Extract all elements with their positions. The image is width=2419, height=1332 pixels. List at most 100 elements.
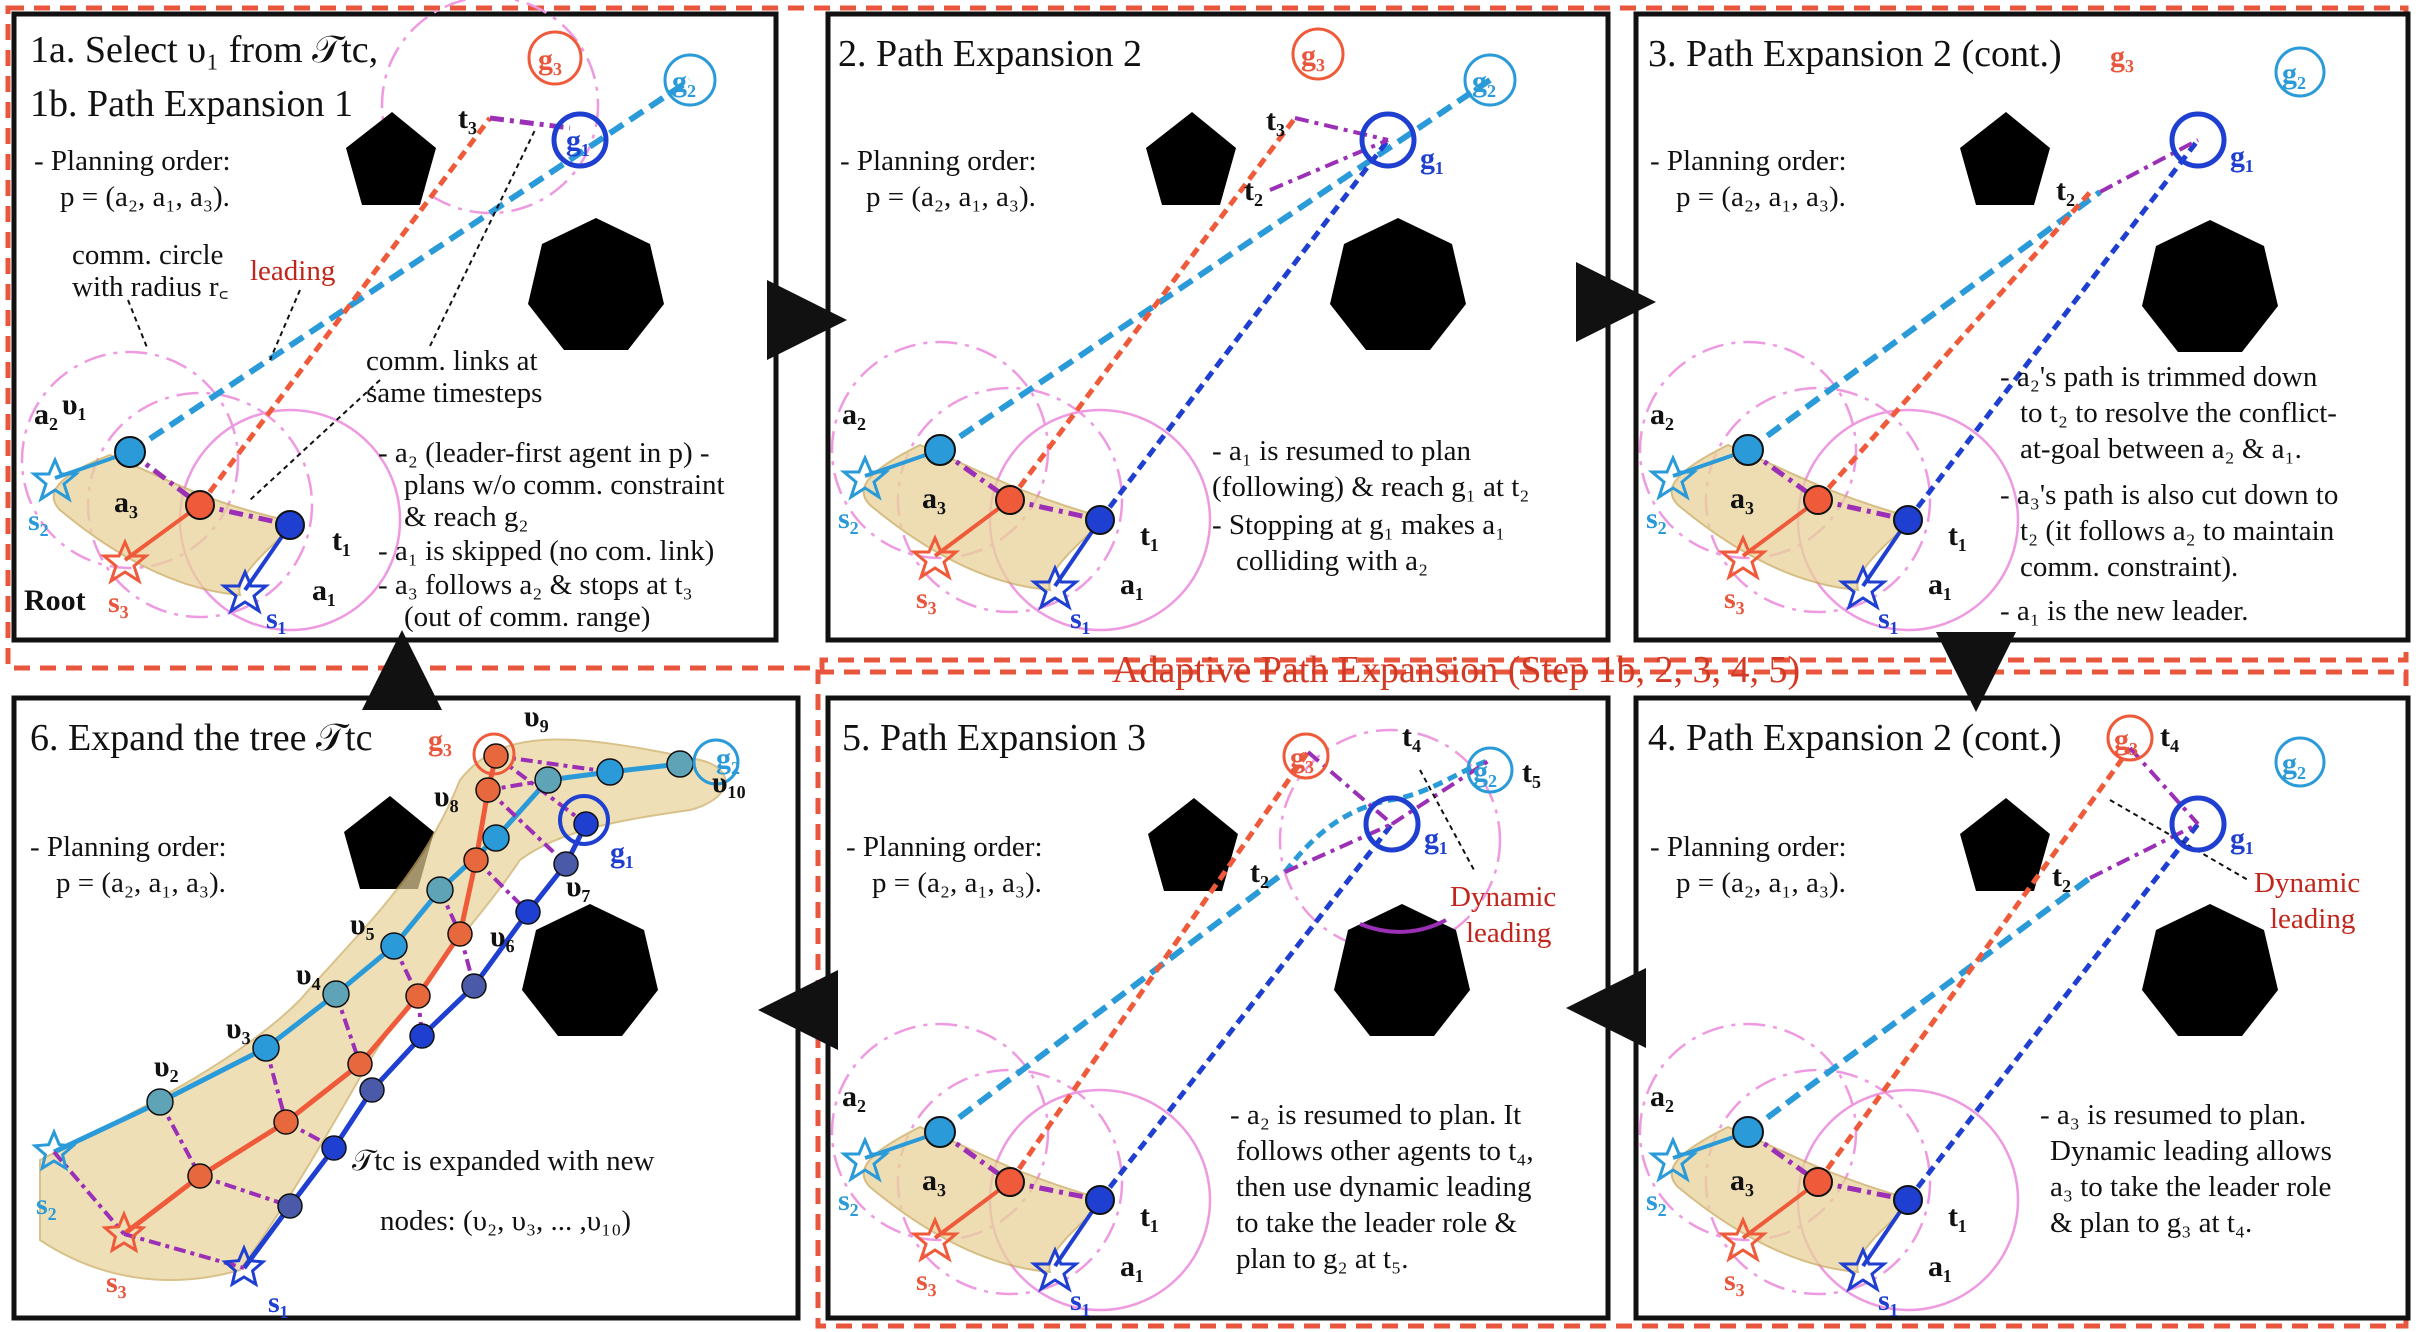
- start-s3-label: s₃: [1724, 582, 1745, 615]
- comm-link: [1390, 758, 1492, 826]
- start-s3-label: s₃: [1724, 1264, 1745, 1297]
- goal-g2-marker: [1463, 53, 1517, 107]
- panel-4-note: - a₃ is resumed to plan.: [2040, 1099, 2306, 1131]
- agent-a1-node: [275, 510, 305, 540]
- goal-g3-marker: [2106, 714, 2154, 762]
- timestep-t2-label: t₂: [1250, 856, 1269, 889]
- tree-node-a3: [447, 921, 473, 947]
- start-s1-star: [221, 1244, 267, 1288]
- start-s1-star: [1029, 1246, 1081, 1293]
- obstacle-heptagon: [528, 218, 664, 350]
- comm-link: [2089, 822, 2199, 880]
- goal-g1-label: g₁: [610, 836, 634, 869]
- goal-g2-marker: [692, 738, 740, 786]
- planning-order-line1: - Planning order:: [840, 145, 1037, 177]
- path-a2-leader: [128, 77, 692, 455]
- tree-node-a3: [463, 847, 489, 873]
- agent-a2-node: [924, 1116, 956, 1148]
- obstacle-pentagon: [1148, 798, 1238, 891]
- adaptive-path-expansion-label: Adaptive Path Expansion (Step 1b, 2, 3, …: [1112, 649, 1800, 691]
- node-v-label: υ₄: [296, 958, 321, 991]
- dynamic-leading-label-2: leading: [1466, 917, 1551, 949]
- panel-3-box: [1633, 11, 2411, 643]
- start-s2-label: s₂: [1646, 1184, 1667, 1217]
- comm-link: [264, 1047, 288, 1123]
- goal-g2-label: g₂: [2282, 57, 2306, 90]
- start-s3-star: [1717, 534, 1769, 581]
- start-s1-label: s₁: [1070, 1284, 1091, 1317]
- expanded-note-1: 𝒯tc is expanded with new: [352, 1145, 655, 1177]
- tree-edge-a2: [264, 992, 338, 1050]
- agent-a3-node: [995, 485, 1025, 515]
- agent-a2-label: a₂: [842, 398, 866, 431]
- planning-order-line1: - Planning order:: [34, 145, 231, 177]
- tree-node-a1: [409, 1023, 435, 1049]
- agent-a3-node: [1803, 485, 1833, 515]
- panel-5-note: - a₂ is resumed to plan. It: [1230, 1099, 1521, 1131]
- node-v-label: υ₆: [490, 920, 515, 953]
- tree-node-a3: [347, 1051, 373, 1077]
- timestep-t5-label: t₅: [1522, 756, 1541, 789]
- root-label: Root: [24, 584, 86, 617]
- panel-5-note: follows other agents to t₄,: [1236, 1135, 1534, 1167]
- panel-3-note: comm. constraint).: [2020, 551, 2238, 583]
- tree-node-a1: [461, 973, 487, 999]
- agent-a1-label: a₁: [1120, 568, 1144, 601]
- planning-order-line2: p = (a₂, a₁, a₃).: [1676, 867, 1846, 899]
- dynamic-leading-arc: [1359, 918, 1447, 934]
- node-v-label: υ₇: [566, 870, 591, 903]
- tree-expansion: [31, 743, 694, 1288]
- obstacle-heptagon: [1334, 904, 1470, 1036]
- comm-circle: [830, 340, 1050, 560]
- agent-a2-node: [1732, 434, 1764, 466]
- goal-g1-marker: [2169, 111, 2227, 169]
- goal-g1-label: g₁: [1424, 822, 1448, 855]
- agent-a2-label: a₂: [34, 398, 58, 431]
- goal-g1-marker: [1363, 795, 1421, 853]
- panel-3-note: t₂ (it follows a₂ to maintain: [2020, 515, 2335, 547]
- start-s3-star: [1717, 1216, 1769, 1263]
- path-a3: [1007, 750, 1311, 1184]
- panel-4-title: 4. Path Expansion 2 (cont.): [1648, 717, 2062, 759]
- goal-g2-marker: [663, 53, 717, 107]
- comm-link: [495, 754, 611, 774]
- planning-order-line2: p = (a₂, a₁, a₃).: [866, 181, 1036, 213]
- node-v-label: υ₃: [226, 1012, 251, 1045]
- timestep-t2-label: t₂: [2056, 174, 2075, 207]
- goal-g1-label: g₁: [566, 124, 590, 157]
- adaptive-frame-top: [5, 5, 2409, 671]
- panel-1-title-a: 1a. Select υ₁ from 𝒯tc,: [30, 29, 378, 71]
- goal-g3-marker: [1291, 27, 1345, 81]
- start-s2-label: s₂: [36, 1188, 57, 1221]
- start-s3-label: s₃: [916, 582, 937, 615]
- node-v-label: υ₅: [350, 908, 375, 941]
- path-a3-trimmed: [1816, 188, 2094, 502]
- goal-g2-label: g₂: [2282, 747, 2306, 780]
- planning-order-line2: p = (a₂, a₁, a₃).: [872, 867, 1042, 899]
- goal-g3-label: g₃: [428, 724, 452, 757]
- panel-1-note: - a₂ (leader-first agent in p) -: [378, 437, 710, 469]
- agent-a3-label: a₃: [1730, 1164, 1754, 1197]
- obstacle-pentagon: [1146, 112, 1236, 205]
- comm-circle: [1638, 340, 1858, 560]
- obstacle-pentagon: [1960, 798, 2050, 891]
- obstacle-pentagon: [344, 796, 434, 889]
- planning-order-line2: p = (a₂, a₁, a₃).: [56, 867, 226, 899]
- start-s3-star: [909, 534, 961, 581]
- start-s1-label: s₁: [1070, 602, 1091, 635]
- tree-node-a2: [322, 980, 350, 1008]
- start-s1-label: s₁: [266, 602, 287, 635]
- leader-line: [429, 129, 536, 347]
- planning-order-line2: p = (a₂, a₁, a₃).: [1676, 181, 1846, 213]
- goal-g3-label: g₃: [538, 43, 562, 76]
- agent-a2-label: a₂: [842, 1080, 866, 1113]
- start-s1-star: [1837, 564, 1889, 611]
- tree-node-a3: [405, 983, 431, 1009]
- timestep-t2-label: t₂: [1244, 174, 1263, 207]
- start-s2-star: [1647, 454, 1699, 501]
- start-s2-star: [839, 454, 891, 501]
- agent-a1-node: [1085, 1185, 1115, 1215]
- start-s2-label: s₂: [1646, 502, 1667, 535]
- panel-2-note: - Stopping at g₁ makes a₁: [1212, 509, 1505, 541]
